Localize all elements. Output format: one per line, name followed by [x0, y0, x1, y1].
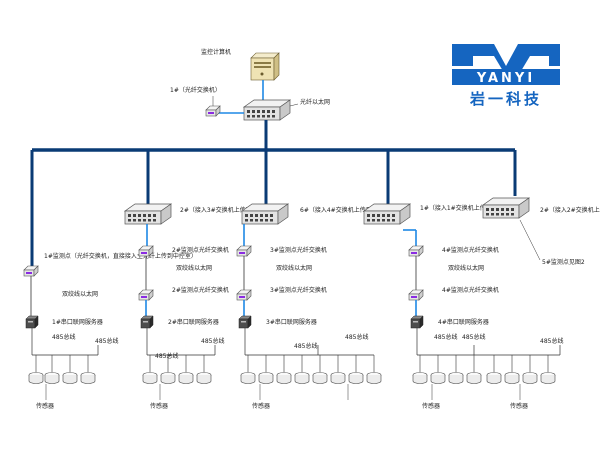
branch-1-server-label: 1#串口联网服务器 — [52, 318, 103, 326]
branch-4-ethernet-label: 双绞线以太网 — [448, 264, 484, 272]
logo-name: 岩一科技 — [469, 90, 542, 108]
branch-5-sensor-label: 传感器 — [510, 402, 528, 410]
branch-5-switch-label: 2#（接入2#交换机上传到中控室） — [540, 206, 600, 214]
sensor-icon — [540, 372, 556, 384]
branch-2-sensors — [142, 355, 212, 384]
branch-1: 1#监测点（光纤交换机，直接接入主光纤上传到中控室） 双绞线以太网 1#串口联网… — [23, 150, 197, 410]
converter-icon — [236, 245, 252, 257]
branch-5: 2#（接入2#交换机上传到中控室） 5#监测点见图2 485总线 传感器 — [482, 150, 600, 410]
branch-1-bus-label-b: 485总线 — [95, 337, 118, 345]
converter-icon — [408, 245, 424, 257]
sensor-icon — [448, 372, 464, 384]
branch-4-server-label: 4#串口联网服务器 — [438, 318, 489, 326]
branch-3-extra-sensors — [312, 354, 382, 400]
switch-icon — [482, 197, 530, 219]
converter-icon — [236, 289, 252, 301]
branch-3-switch-label: 6#（接入4#交换机上传到中控室） — [300, 206, 396, 214]
sensor-icon — [44, 372, 60, 384]
sensor-icon — [276, 372, 292, 384]
switch-icon — [363, 203, 411, 225]
branch-4-bus-label-a: 485总线 — [434, 333, 457, 341]
logo-word: YANYI — [476, 71, 535, 86]
branch-4-sensor-label: 传感器 — [422, 402, 440, 410]
ethernet-label: 光纤以太网 — [300, 98, 330, 106]
branch-4-switch-label: 1#（接入1#交换机上传到中控室） — [420, 204, 516, 212]
branch-4: 1#（接入1#交换机上传到中控室） 4#监测点光纤交换机 双绞线以太网 4#监测… — [363, 150, 560, 410]
converter-icon — [138, 245, 154, 257]
branch-2: 2#（接入3#交换机上传到中控室） 2#监测点光纤交换机 双绞线以太网 2#监测… — [124, 150, 276, 410]
sensor-icon — [522, 372, 538, 384]
core-switch — [243, 99, 291, 121]
sensor-icon — [504, 372, 520, 384]
sensor-icon — [240, 372, 256, 384]
branch-5-bus-label: 485总线 — [540, 337, 563, 345]
converter-icon — [138, 289, 154, 301]
sensor-icon — [62, 372, 78, 384]
switch-icon — [124, 203, 172, 225]
sensor-icon — [348, 372, 364, 384]
branch-3-sensor-label: 传感器 — [252, 402, 270, 410]
branch-3-sensors — [240, 355, 310, 384]
logo-word-bar — [452, 69, 560, 85]
branch-4-sensors — [412, 355, 482, 384]
branch-1-sensor-label: 传感器 — [36, 402, 54, 410]
switch-icon — [243, 99, 291, 121]
branch-4-converter2-label: 4#监测点光纤交换机 — [442, 286, 499, 294]
switch-icon — [241, 203, 289, 225]
sensor-icon — [486, 372, 502, 384]
monitoring-computer: 监控计算机 — [201, 48, 280, 81]
computer-label: 监控计算机 — [201, 48, 231, 56]
branch-3-server-label: 3#串口联网服务器 — [266, 318, 317, 326]
sensor-icon — [258, 372, 274, 384]
converter-icon — [408, 289, 424, 301]
branch-3-converter1-label: 3#监测点光纤交换机 — [270, 246, 327, 254]
branch-2-ethernet-label: 双绞线以太网 — [176, 264, 212, 272]
serial-server-icon — [25, 315, 39, 329]
optical-switch-top: 1#（光纤交换机） — [170, 86, 244, 117]
converter-icon — [23, 265, 39, 277]
branch-4-converter1-label: 4#监测点光纤交换机 — [442, 246, 499, 254]
sensor-icon — [466, 372, 482, 384]
sensor-icon — [366, 372, 382, 384]
branch-2-sensor-label: 传感器 — [150, 402, 168, 410]
sensor-icon — [312, 372, 328, 384]
serial-server-icon — [410, 315, 424, 329]
serial-server-icon — [238, 315, 252, 329]
branch-5-node-label: 5#监测点见图2 — [542, 258, 585, 266]
sensor-icon — [196, 372, 212, 384]
sensor-icon — [178, 372, 194, 384]
branch-2-switch-label: 2#（接入3#交换机上传到中控室） — [180, 206, 276, 214]
sensor-icon — [160, 372, 176, 384]
sensor-icon — [28, 372, 44, 384]
sensor-icon — [330, 372, 346, 384]
branch-3-ethernet-label: 双绞线以太网 — [276, 264, 312, 272]
sensor-icon — [412, 372, 428, 384]
branch-2-converter1-label: 2#监测点光纤交换机 — [172, 246, 229, 254]
branch-1-switch-label: 1#监测点（光纤交换机，直接接入主光纤上传到中控室） — [44, 252, 197, 260]
sensor-icon — [294, 372, 310, 384]
logo-mountain-icon — [452, 44, 560, 76]
sensor-icon — [430, 372, 446, 384]
branch-2-converter2-label: 2#监测点光纤交换机 — [172, 286, 229, 294]
branch-4-bus-label-b: 485总线 — [462, 333, 485, 341]
branch-3-bus-label-a: 485总线 — [294, 342, 317, 350]
serial-server-icon — [140, 315, 154, 329]
branch-5-sensors — [486, 355, 556, 384]
branch-1-sensors — [28, 355, 96, 384]
branch-2-server-label: 2#串口联网服务器 — [168, 318, 219, 326]
converter-icon — [205, 105, 221, 117]
branch-3: 6#（接入4#交换机上传到中控室） 3#监测点光纤交换机 双绞线以太网 3#监测… — [236, 150, 396, 410]
branch-1-ethernet-label: 双绞线以太网 — [62, 290, 98, 298]
optical-switch-label: 1#（光纤交换机） — [170, 86, 221, 94]
branch-3-converter2-label: 3#监测点光纤交换机 — [270, 286, 327, 294]
sensor-icon — [142, 372, 158, 384]
branch-2-bus-label-b: 485总线 — [201, 337, 224, 345]
yanyi-logo: YANYI 岩一科技 — [452, 44, 560, 108]
branch-1-bus-label-a: 485总线 — [52, 333, 75, 341]
branch-2-bus-label-a: 485总线 — [155, 352, 178, 360]
sensor-icon — [80, 372, 96, 384]
branch-3-bus-label-b: 485总线 — [345, 333, 368, 341]
